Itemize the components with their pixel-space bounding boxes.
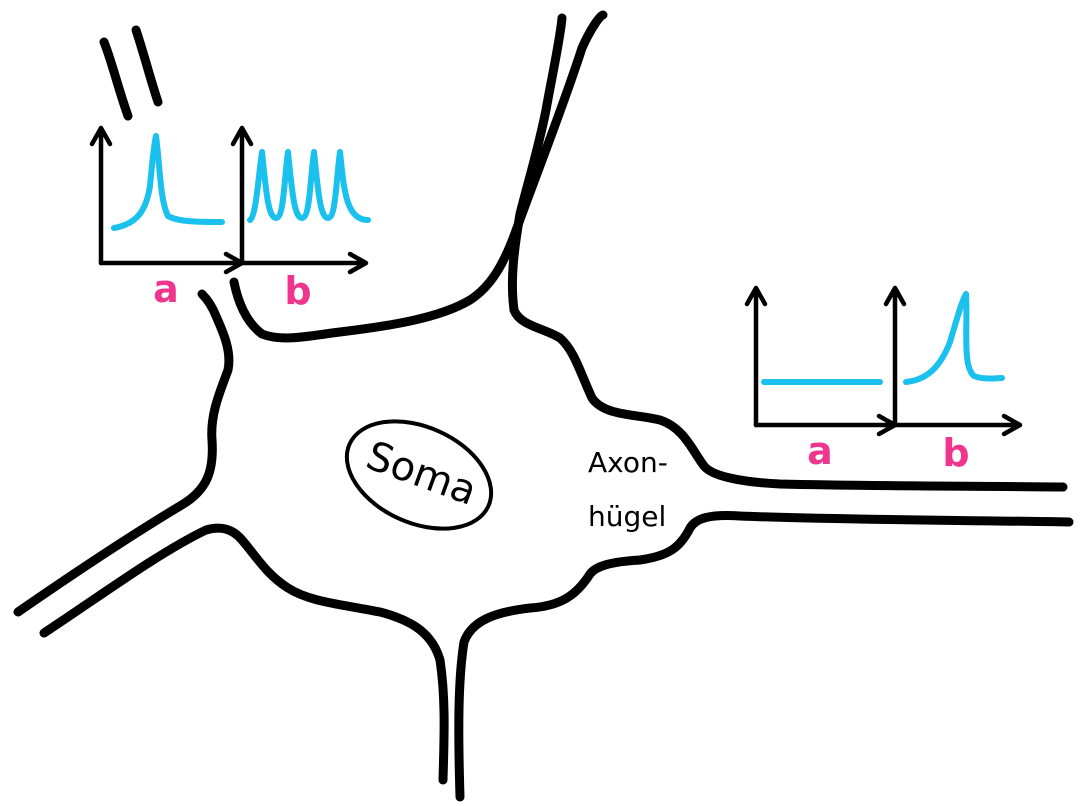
axon-graph-b-label: b bbox=[942, 431, 969, 475]
axon-signal-graphs: a b bbox=[744, 285, 1023, 475]
dendrite-graph-b: b bbox=[230, 125, 371, 313]
dendrite-graph-b-label: b bbox=[284, 269, 311, 313]
axon-hillock-label-line2: hügel bbox=[588, 500, 666, 533]
dendrite-graph-a-single-spike bbox=[111, 133, 225, 231]
soma-membrane-top bbox=[229, 10, 608, 343]
axon-graph-b: b bbox=[883, 285, 1023, 475]
dendrite-graph-a: a bbox=[89, 125, 245, 311]
axon-graph-b-y-axis bbox=[883, 285, 907, 428]
soma-membrane-right-top bbox=[507, 13, 1068, 492]
soma-label-group: Soma bbox=[344, 419, 494, 531]
axon-graph-a-label: a bbox=[807, 429, 833, 473]
dendrite-graph-a-label: a bbox=[153, 267, 179, 311]
dendrite-fragment-right bbox=[131, 25, 163, 107]
axon-graph-a-y-axis bbox=[744, 285, 768, 428]
soma-membrane-right-bottom bbox=[454, 511, 1074, 802]
axon-graph-a: a bbox=[744, 285, 898, 473]
soma-membrane-left bbox=[13, 289, 234, 617]
dendrite-graph-b-y-axis bbox=[230, 125, 254, 266]
soma-membrane-bottom bbox=[39, 523, 449, 785]
dendrite-fragment-left bbox=[99, 37, 133, 121]
axon-hillock-label-group: Axon- hügel bbox=[588, 446, 668, 533]
dendrite-graph-a-y-axis bbox=[89, 125, 113, 266]
dendrite-graph-b-spike-train bbox=[247, 149, 371, 223]
neuron-outline bbox=[13, 10, 1074, 802]
axon-graph-b-x-axis bbox=[892, 413, 1023, 437]
dendrite-signal-graphs: a b bbox=[89, 125, 371, 313]
dendrite-graph-b-x-axis bbox=[239, 251, 369, 275]
axon-graph-b-single-spike bbox=[903, 291, 1005, 385]
axon-hillock-label-line1: Axon- bbox=[588, 446, 668, 479]
soma-ring bbox=[344, 419, 494, 531]
